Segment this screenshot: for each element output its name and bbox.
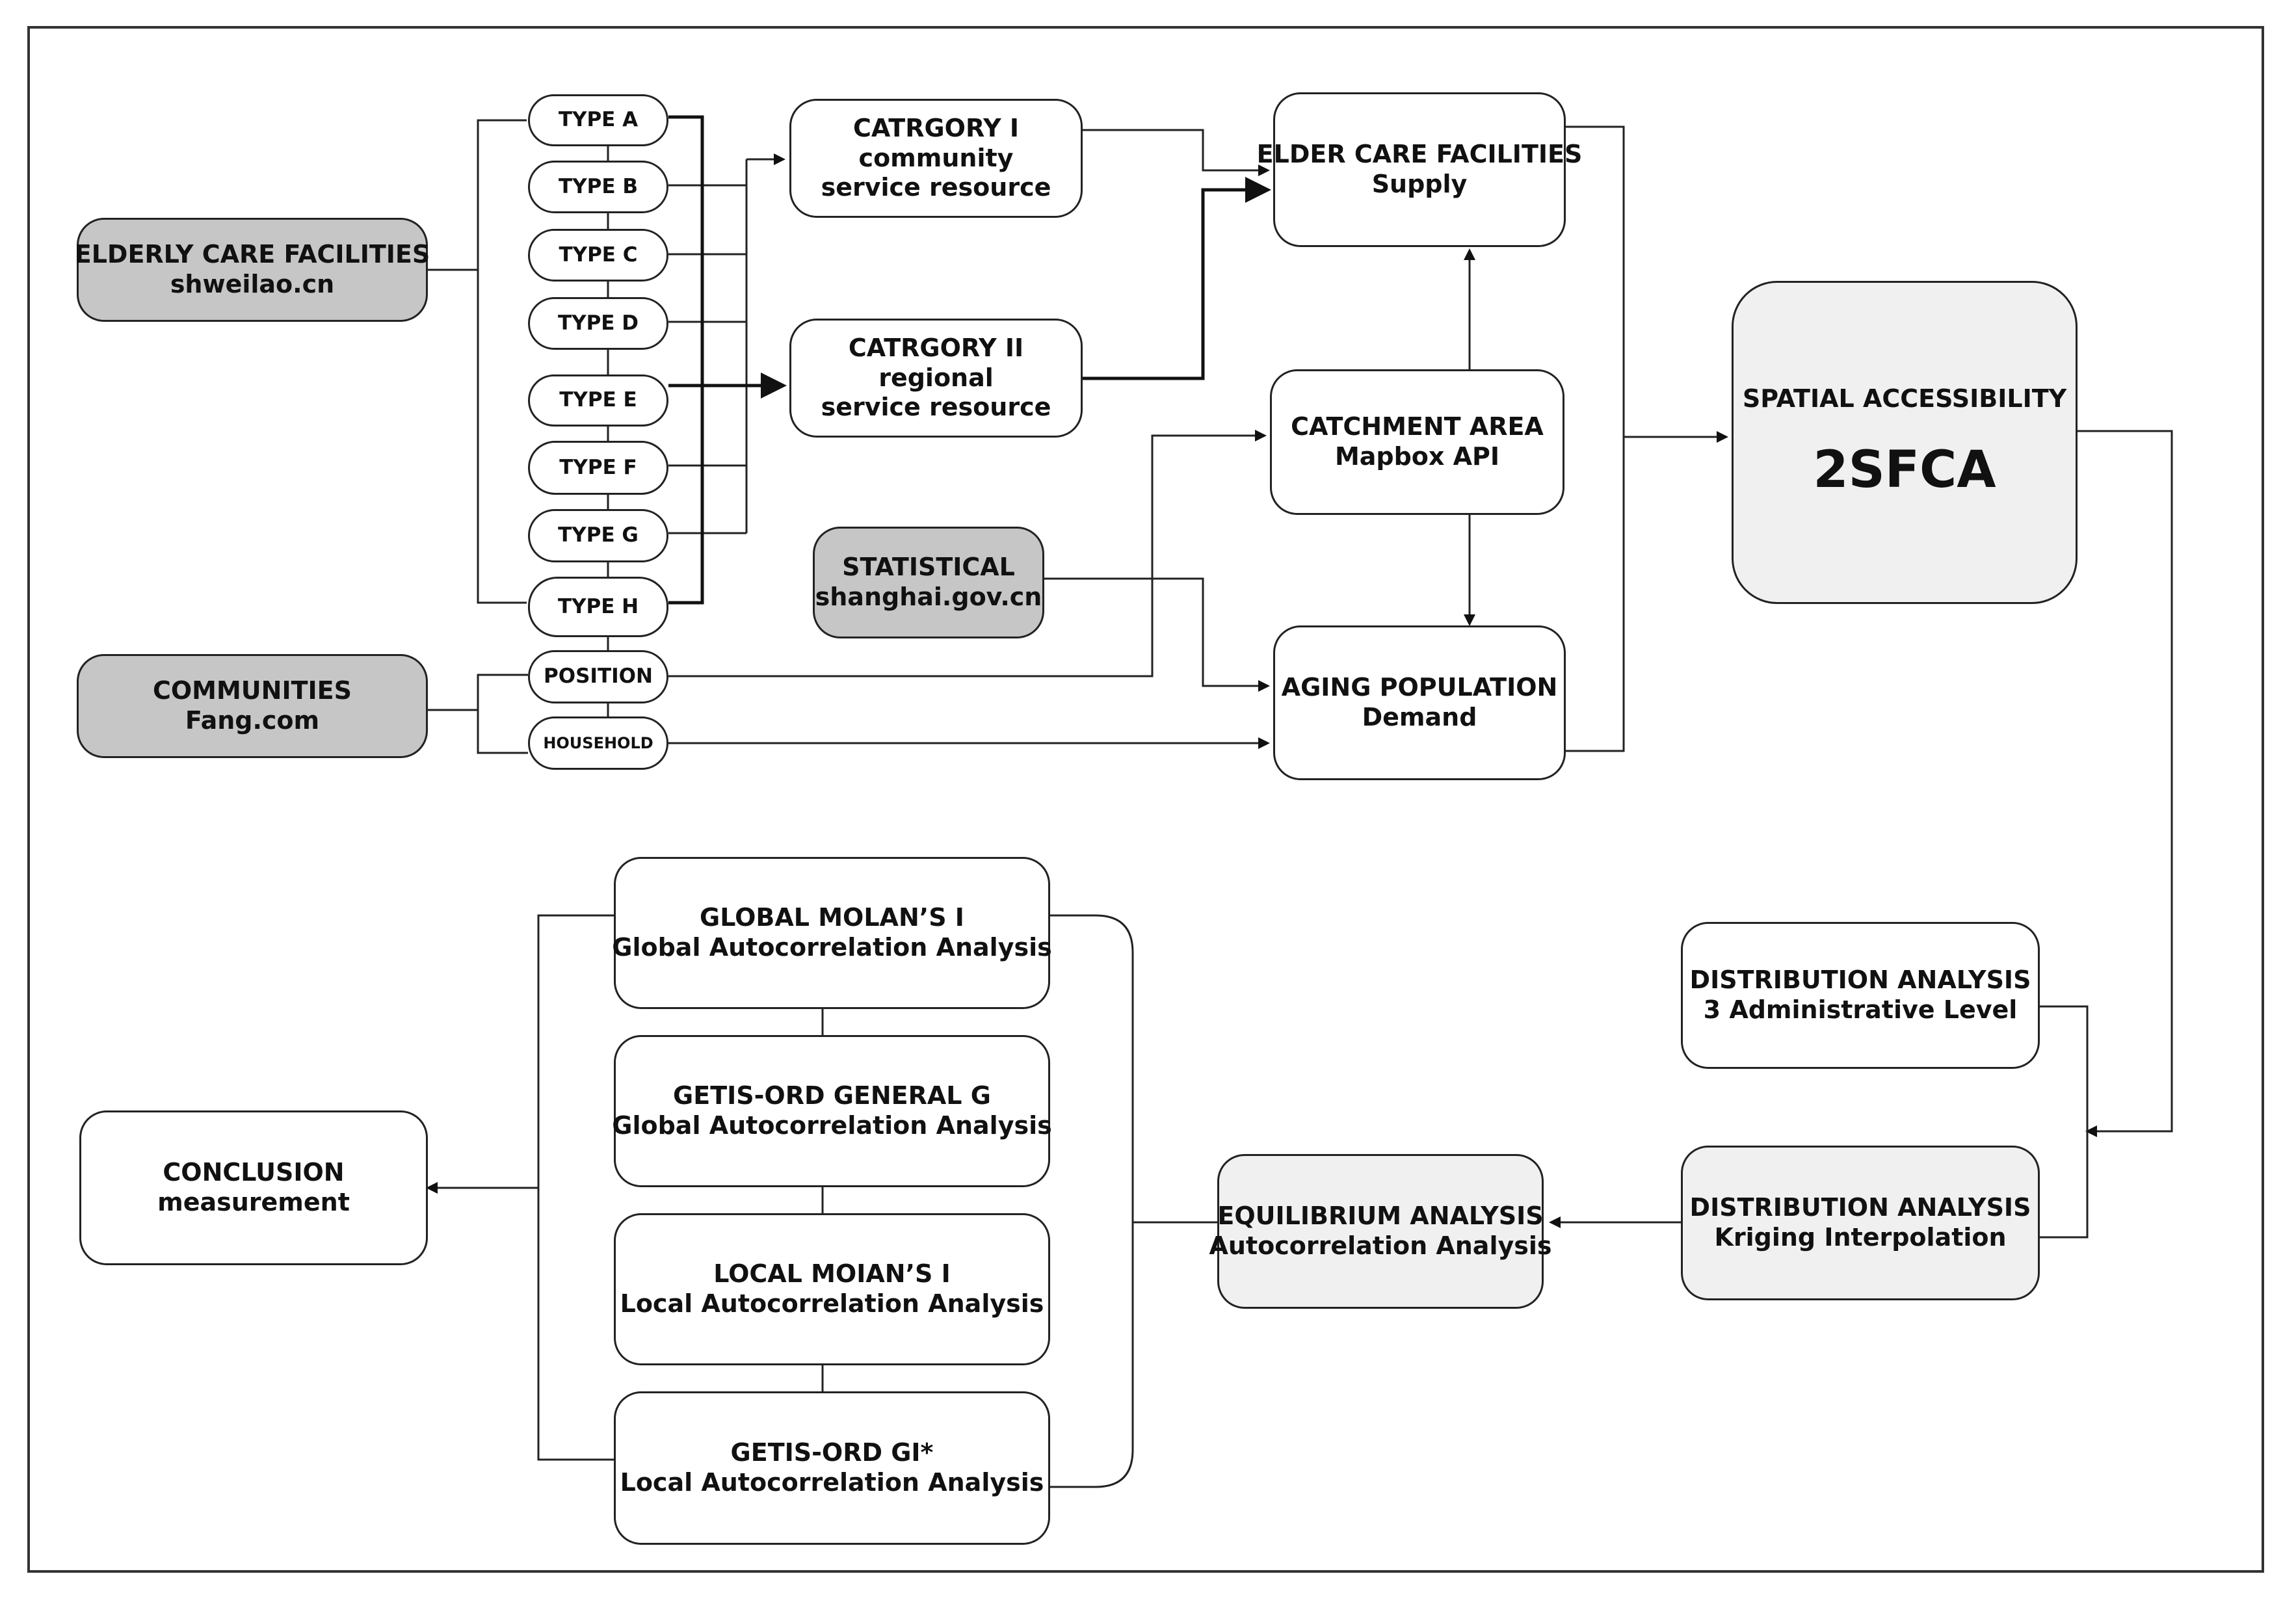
diagram-frame xyxy=(27,26,2264,1573)
distribution-kriging-node: DISTRIBUTION ANALYSIS Kriging Interpolat… xyxy=(1681,1146,2040,1300)
communities-source: COMMUNITIES Fang.com xyxy=(77,654,428,758)
global-morans-i-node: GLOBAL MOLAN’S I Global Autocorrelation … xyxy=(612,857,1052,1009)
statistical-source-sub: shanghai.gov.cn xyxy=(815,583,1042,611)
statistical-to-demand-arrow xyxy=(1044,577,1270,692)
type-f-node: TYPE F xyxy=(528,441,668,495)
category-1-node: CATRGORY I community service resource xyxy=(789,99,1083,218)
type-d-node: TYPE D xyxy=(528,297,668,350)
type-b-node: TYPE B xyxy=(528,161,668,213)
elderly-source-title: ELDERLY CARE FACILITIES xyxy=(74,240,430,269)
supply-node: ELDER CARE FACILITIES Supply xyxy=(1257,92,1582,247)
types-thick-bus xyxy=(668,115,704,605)
statistical-source-title: STATISTICAL xyxy=(842,553,1015,582)
stats-right-bracket xyxy=(1050,914,1134,1488)
accessibility-to-distribution-arrow xyxy=(2078,430,2173,1137)
type-h-node: TYPE H xyxy=(528,577,668,637)
type-c-node: TYPE C xyxy=(528,229,668,282)
communities-source-title: COMMUNITIES xyxy=(152,676,352,705)
getis-ord-general-g-node: GETIS-ORD GENERAL G Global Autocorrelati… xyxy=(612,1035,1052,1187)
statistical-source: STATISTICAL shanghai.gov.cn xyxy=(813,527,1044,638)
demand-node: AGING POPULATION Demand xyxy=(1273,625,1566,780)
spatial-accessibility-node: SPATIAL ACCESSIBILITY 2SFCA xyxy=(1732,281,2078,604)
communities-connector xyxy=(428,674,528,754)
category1-to-supply-arrow xyxy=(1083,129,1270,176)
local-morans-i-node: LOCAL MOIAN’S I Local Autocorrelation An… xyxy=(614,1213,1050,1365)
elderly-care-facilities-source: ELDERLY CARE FACILITIES shweilao.cn xyxy=(74,218,430,322)
method-2sfca-label: 2SFCA xyxy=(1813,440,1996,499)
category-2-node: CATRGORY II regional service resource xyxy=(789,319,1083,438)
catchment-area-node: CATCHMENT AREA Mapbox API xyxy=(1270,369,1564,515)
household-node: HOUSEHOLD xyxy=(528,716,668,770)
getis-ord-gi-star-node: GETIS-ORD GI* Local Autocorrelation Anal… xyxy=(614,1391,1050,1545)
supply-demand-to-accessibility-arrow xyxy=(1566,125,1726,752)
position-node: POSITION xyxy=(528,650,668,703)
stats-left-bracket xyxy=(537,914,614,1461)
equilibrium-analysis-node: EQUILIBRIUM ANALYSIS Autocorrelation Ana… xyxy=(1209,1154,1552,1309)
communities-source-sub: Fang.com xyxy=(185,706,320,735)
position-to-catchment-arrow xyxy=(668,430,1267,677)
conclusion-node: CONCLUSION measurement xyxy=(79,1110,428,1265)
category2-to-supply-arrow xyxy=(1083,177,1271,380)
type-e-node: TYPE E xyxy=(528,374,668,427)
distribution-admin-node: DISTRIBUTION ANALYSIS 3 Administrative L… xyxy=(1681,922,2040,1069)
type-g-node: TYPE G xyxy=(528,509,668,562)
distribution-pair-connector xyxy=(2040,1005,2089,1239)
type-a-node: TYPE A xyxy=(528,94,668,146)
types-left-bracket xyxy=(477,119,527,604)
elderly-source-sub: shweilao.cn xyxy=(170,270,335,298)
types-thin-bus xyxy=(668,159,748,534)
